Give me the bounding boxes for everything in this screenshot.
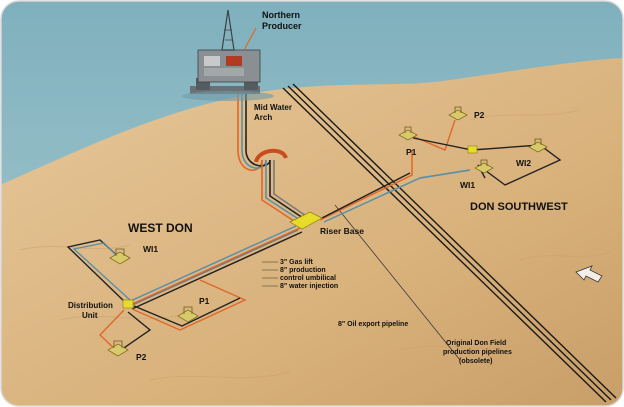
sw-wi2-label: WI2 — [516, 158, 531, 168]
original-pipelines-label-line1: Original Don Field — [446, 340, 506, 347]
west-p1-label: P1 — [199, 296, 210, 306]
original-pipelines-label-line2: production pipelines — [443, 349, 512, 356]
don-southwest-label: DON SOUTHWEST — [470, 201, 568, 213]
sw-wi1-label: WI1 — [460, 180, 475, 190]
riser-base-label: Riser Base — [320, 226, 364, 236]
platform-icon — [182, 9, 274, 101]
wellhead-sw-p2 — [448, 106, 468, 121]
sand-ripples — [19, 109, 611, 381]
wellhead-sw-p1 — [398, 126, 418, 141]
pipeline-key: 3" Gas lift 8" production control umbili… — [262, 259, 338, 290]
sw-p1-label: P1 — [406, 147, 417, 157]
west-flowlines — [125, 225, 303, 310]
wellhead-west-p2 — [107, 340, 129, 357]
oil-export-label: 8" Oil export pipeline — [338, 321, 408, 328]
wellhead-sw-wi2 — [528, 138, 548, 153]
northern-producer-label-line2: Producer — [262, 21, 302, 31]
mid-water-arch-label-line1: Mid Water — [254, 103, 292, 112]
pipeline-key-water-injection: 8" water injection — [280, 283, 338, 290]
distribution-unit-label-line1: Distribution — [68, 301, 113, 310]
wellhead-west-p1 — [177, 306, 199, 323]
pipeline-key-umbilical: control umbilical — [280, 275, 336, 282]
oil-export-pipeline — [334, 204, 461, 361]
mid-water-arch-label-line2: Arch — [254, 113, 272, 122]
west-don-lines — [66, 239, 247, 353]
riser-base-structure — [289, 211, 323, 230]
wellhead-sw-wi1 — [474, 159, 494, 174]
well-templates — [107, 106, 548, 357]
sw-p2-label: P2 — [474, 110, 485, 120]
wellhead-west-wi1 — [109, 248, 131, 265]
original-pipelines — [282, 83, 617, 403]
pipeline-key-production: 8" production — [280, 267, 326, 274]
northern-producer-label-line1: Northern — [262, 10, 300, 20]
southwest-manifold — [467, 145, 478, 154]
west-don-label: WEST DON — [128, 221, 193, 235]
north-arrow-icon — [575, 265, 603, 283]
mid-water-arch — [254, 148, 288, 163]
risers — [237, 92, 310, 226]
pipeline-key-gas-lift: 3" Gas lift — [280, 259, 314, 266]
west-wi1-label: WI1 — [143, 244, 158, 254]
original-pipelines-label-line3: (obsolete) — [459, 358, 492, 365]
distribution-unit-label-line2: Unit — [82, 311, 98, 320]
west-p2-label: P2 — [136, 352, 147, 362]
distribution-unit-structure — [122, 299, 134, 309]
